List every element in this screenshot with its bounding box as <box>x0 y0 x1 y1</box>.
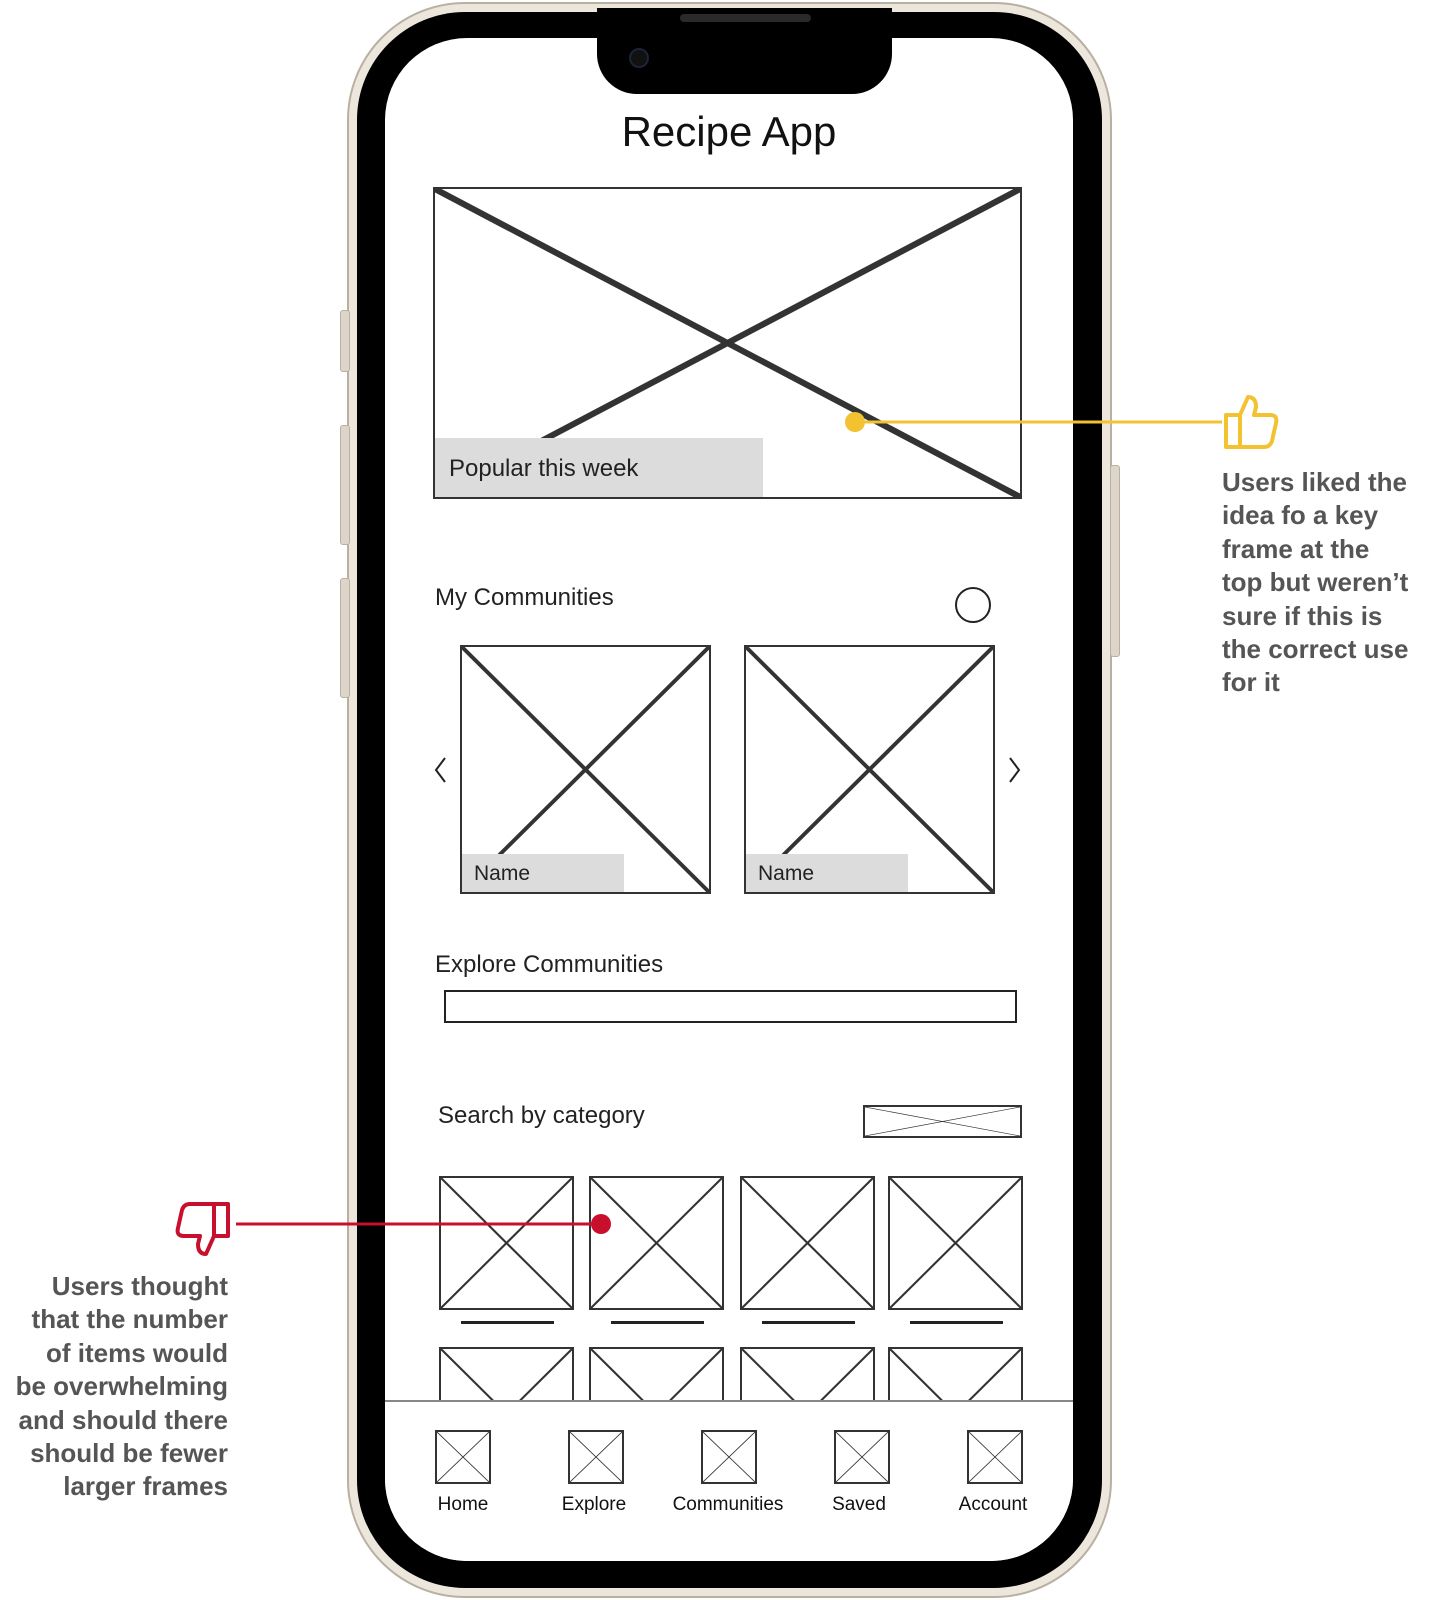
positive-annotation-line: idea fo a key <box>1222 500 1379 531</box>
negative-annotation-line: Users thought <box>51 1271 228 1301</box>
phone-volume-up-button <box>340 425 350 545</box>
hero-image-placeholder[interactable]: Popular this week <box>433 187 1022 499</box>
my-communities-circle-button[interactable] <box>955 587 991 623</box>
nav-communities-icon[interactable] <box>701 1430 757 1484</box>
community-card-label: Name <box>462 854 624 892</box>
community-card[interactable]: Name <box>460 645 711 894</box>
placeholder-cross <box>746 647 993 892</box>
nav-explore-label[interactable]: Explore <box>561 1494 627 1515</box>
nav-communities-label[interactable]: Communities <box>672 1494 784 1515</box>
category-filter-placeholder[interactable] <box>863 1105 1022 1138</box>
category-caption-line <box>910 1321 1003 1324</box>
image-placeholder-icon <box>570 1432 622 1482</box>
phone-power-button <box>1110 465 1120 657</box>
placeholder-cross <box>462 647 709 892</box>
nav-explore-icon[interactable] <box>568 1430 624 1484</box>
placeholder-cross <box>591 1178 722 1308</box>
nav-home-icon[interactable] <box>435 1430 491 1484</box>
carousel-prev-button[interactable] <box>431 755 451 785</box>
negative-annotation-line: of items would <box>46 1337 228 1368</box>
category-tile[interactable] <box>888 1176 1023 1310</box>
positive-connector-dot <box>845 412 865 432</box>
positive-annotation: Users liked the idea fo a key frame at t… <box>1222 466 1408 700</box>
category-caption-line <box>461 1321 554 1324</box>
placeholder-cross <box>441 1178 572 1308</box>
page-title: Recipe App <box>621 108 837 155</box>
phone-side-button <box>340 310 350 372</box>
image-placeholder-icon <box>969 1432 1021 1482</box>
explore-communities-heading: Explore Communities <box>435 951 664 978</box>
nav-saved-icon[interactable] <box>834 1430 890 1484</box>
nav-account-icon[interactable] <box>967 1430 1023 1484</box>
chevron-right-icon <box>1009 757 1021 783</box>
nav-account-label[interactable]: Account <box>958 1494 1028 1515</box>
placeholder-cross <box>865 1107 1020 1136</box>
category-caption-line <box>611 1321 704 1324</box>
explore-search-input[interactable] <box>444 990 1017 1023</box>
positive-annotation-line: sure if this is <box>1222 600 1383 631</box>
speaker-grille <box>680 14 811 22</box>
negative-connector-dot <box>591 1214 611 1234</box>
positive-annotation-line: top but weren’t <box>1222 567 1409 598</box>
community-card-label: Name <box>746 854 908 892</box>
placeholder-cross <box>890 1178 1021 1308</box>
my-communities-heading: My Communities <box>435 584 614 611</box>
chevron-left-icon <box>434 757 446 783</box>
negative-annotation-line: that the number <box>31 1304 228 1335</box>
positive-annotation-line: for it <box>1222 667 1280 698</box>
image-placeholder-icon <box>703 1432 755 1482</box>
nav-saved-label[interactable]: Saved <box>832 1494 886 1515</box>
search-by-category-heading: Search by category <box>438 1102 645 1129</box>
nav-home-label[interactable]: Home <box>437 1494 489 1515</box>
image-placeholder-icon <box>836 1432 888 1482</box>
community-card-name: Name <box>758 862 815 885</box>
thumbs-down-icon <box>175 1202 230 1256</box>
thumbs-up-icon <box>1224 395 1279 449</box>
negative-annotation: Users thought that the number of items w… <box>0 1270 228 1504</box>
category-tile[interactable] <box>439 1176 574 1310</box>
community-card[interactable]: Name <box>744 645 995 894</box>
positive-annotation-line: Users liked the <box>1222 467 1407 497</box>
community-card-name: Name <box>474 862 531 885</box>
positive-annotation-line: frame at the <box>1222 533 1370 564</box>
negative-annotation-line: and should there <box>18 1404 228 1435</box>
category-tile[interactable] <box>740 1176 875 1310</box>
phone-volume-down-button <box>340 578 350 698</box>
negative-annotation-line: larger frames <box>63 1471 228 1502</box>
category-caption-line <box>762 1321 855 1324</box>
category-tile[interactable] <box>589 1176 724 1310</box>
positive-annotation-line: the correct use <box>1222 634 1409 665</box>
hero-label-text: Popular this week <box>449 454 639 482</box>
hero-label: Popular this week <box>435 438 763 497</box>
front-camera-icon <box>629 48 649 68</box>
negative-annotation-line: should be fewer <box>30 1438 228 1469</box>
negative-annotation-line: be overwhelming <box>15 1371 228 1402</box>
placeholder-cross <box>742 1178 873 1308</box>
carousel-next-button[interactable] <box>1004 755 1024 785</box>
image-placeholder-icon <box>437 1432 489 1482</box>
